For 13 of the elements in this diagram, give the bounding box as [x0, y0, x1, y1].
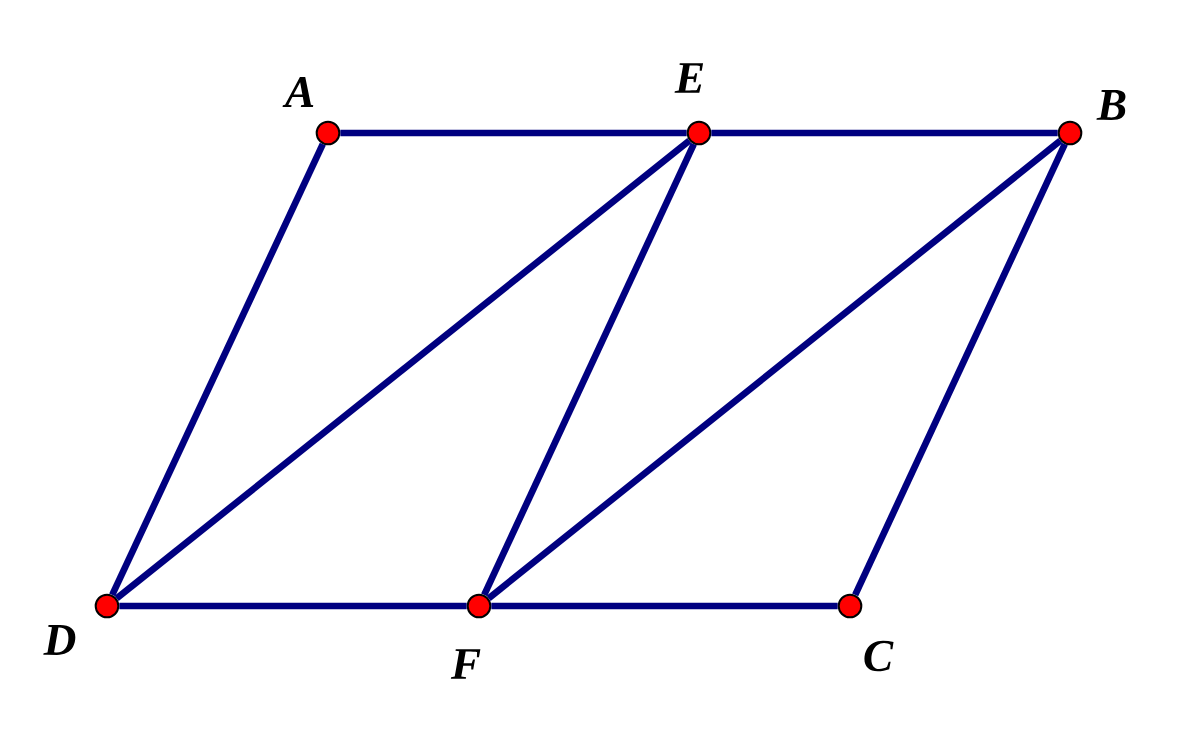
segment: [486, 138, 1063, 601]
point-label: C: [864, 640, 894, 672]
segment: [114, 138, 692, 601]
point-label: E: [674, 63, 704, 93]
segment: [340, 129, 687, 137]
segment: [109, 142, 326, 597]
segment: [481, 142, 697, 597]
point-label: B: [1096, 90, 1126, 120]
segment: [852, 142, 1068, 597]
point-label: A: [282, 77, 314, 107]
segment: [711, 129, 1058, 137]
point-label: D: [43, 625, 76, 655]
point-label: F: [450, 649, 481, 679]
